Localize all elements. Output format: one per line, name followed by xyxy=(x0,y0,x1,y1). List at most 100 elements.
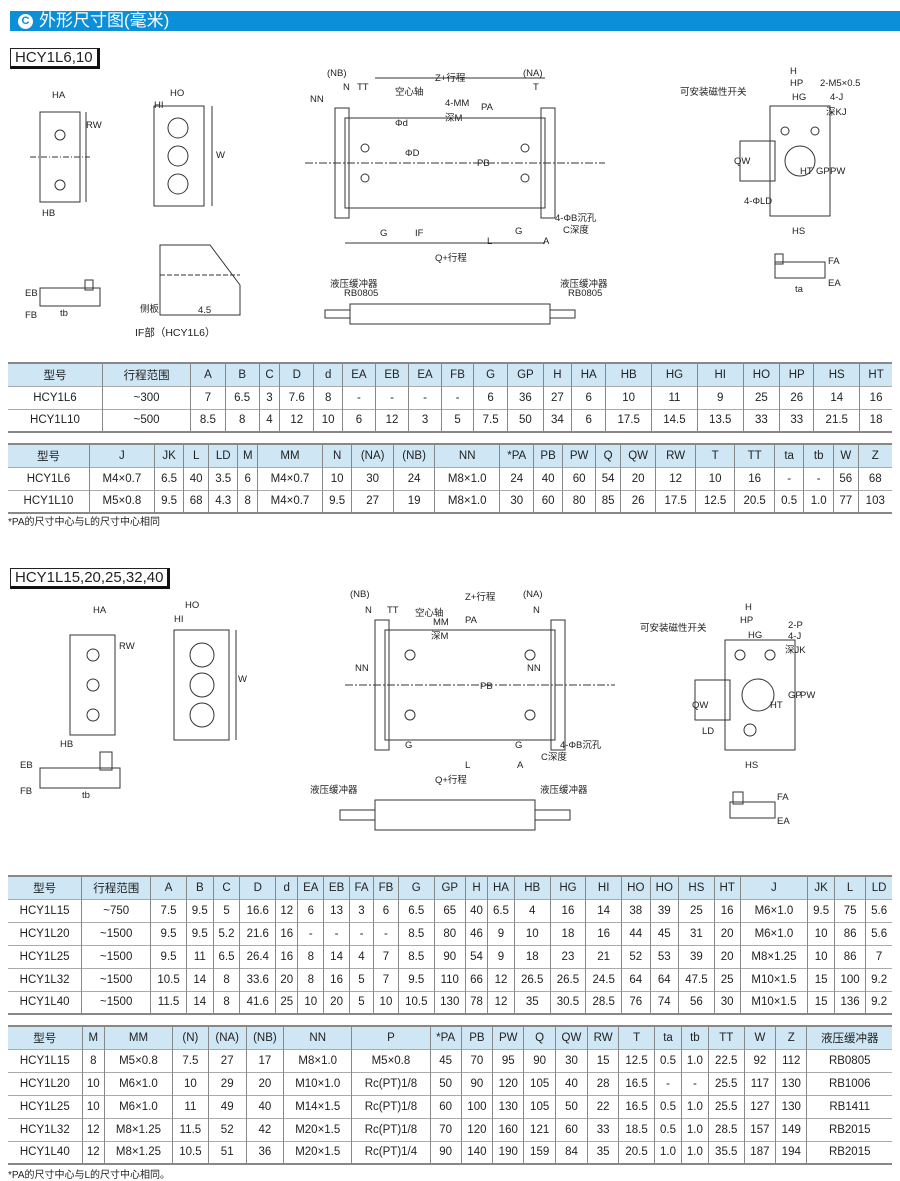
table-cell: HCY1L32 xyxy=(8,1117,83,1141)
column-header: B xyxy=(224,362,260,386)
dimension-label: 4-ΦB沉孔 xyxy=(555,213,597,224)
drawing-switch-bracket-1b: FA EA ta xyxy=(770,252,850,302)
column-header: (NA) xyxy=(351,443,394,467)
table-cell: M4×0.7 xyxy=(257,466,323,490)
column-header: W xyxy=(743,1025,776,1049)
dimension-label: HG xyxy=(792,92,807,103)
table-cell: 35 xyxy=(587,1140,619,1165)
column-header: T xyxy=(618,1025,655,1049)
dimension-label: 液压缓冲器 xyxy=(330,279,378,290)
table-cell: M6×1.0 xyxy=(739,921,808,945)
column-header: GP xyxy=(433,875,466,899)
table-cell: HCY1L40 xyxy=(8,1140,83,1165)
table-cell: 30 xyxy=(499,489,534,514)
table-cell: 80 xyxy=(433,921,466,945)
column-header: d xyxy=(275,875,298,899)
table-cell: 6 xyxy=(472,385,508,409)
table-cell: 46 xyxy=(464,921,488,945)
table-cell: 30 xyxy=(554,1048,588,1072)
column-header: HA xyxy=(571,362,606,386)
table-cell: 70 xyxy=(460,1048,493,1072)
table-cell: 50 xyxy=(429,1071,462,1095)
column-header: *PA xyxy=(429,1025,462,1049)
column-header: G xyxy=(397,875,435,899)
table-cell: 14 xyxy=(185,990,214,1015)
table-cell: 27 xyxy=(207,1048,247,1072)
table-cell: 65 xyxy=(433,898,466,922)
column-header: N xyxy=(321,443,352,467)
table-cell: 45 xyxy=(649,921,679,945)
column-header: 型号 xyxy=(8,443,90,467)
table-cell: 18 xyxy=(549,921,586,945)
table-cell: 70 xyxy=(429,1117,462,1141)
table-cell: 14 xyxy=(813,385,860,409)
table-cell: 56 xyxy=(832,466,859,490)
table-cell: 12 xyxy=(81,1140,105,1165)
table-cell: 9.5 xyxy=(321,489,352,514)
table-cell: 26.4 xyxy=(239,944,276,968)
table-cell: 16 xyxy=(275,944,298,968)
dimension-label: HS xyxy=(792,226,806,237)
table-cell: 25 xyxy=(713,967,741,991)
table-cell: 10 xyxy=(513,921,551,945)
dimension-label: EB xyxy=(25,288,38,299)
dimension-label: (NB) xyxy=(350,589,370,600)
table-cell: 8 xyxy=(212,990,240,1015)
table-cell: 9 xyxy=(487,921,515,945)
table-cell: 12 xyxy=(81,1117,105,1141)
column-header: (NB) xyxy=(392,443,435,467)
table-cell: 5.6 xyxy=(865,898,892,922)
column-header: 行程范围 xyxy=(81,875,151,899)
table-cell: 3 xyxy=(348,898,374,922)
dimension-label: NN xyxy=(310,94,324,105)
column-header: A xyxy=(190,362,226,386)
table-cell: Rc(PT)1/8 xyxy=(351,1094,431,1118)
table-cell: 12 xyxy=(487,967,515,991)
table-cell: 1.0 xyxy=(654,1140,682,1165)
dimension-label: HP xyxy=(740,615,754,626)
table-cell: 17.5 xyxy=(605,408,652,433)
table-cell: 7 xyxy=(190,385,226,409)
dimension-label: (NA) xyxy=(523,589,543,600)
column-header: HT xyxy=(859,362,892,386)
table-cell: 16.6 xyxy=(239,898,276,922)
table-cell: 20 xyxy=(619,466,656,490)
table-cell: 12.5 xyxy=(618,1048,655,1072)
table-cell: 194 xyxy=(775,1140,807,1165)
table-cell: 9.5 xyxy=(807,898,835,922)
table-cell: M8×1.25 xyxy=(739,944,808,968)
dimension-label: QW xyxy=(692,700,709,711)
column-header: TT xyxy=(734,443,775,467)
table-cell: HCY1L40 xyxy=(8,990,82,1015)
table-cell: 7.5 xyxy=(171,1048,209,1072)
table-cell: M14×1.5 xyxy=(283,1094,352,1118)
column-header: 型号 xyxy=(8,875,82,899)
table-cell: 60 xyxy=(554,1117,588,1141)
table-cell: 11 xyxy=(171,1094,209,1118)
table-cell: 12 xyxy=(487,990,515,1015)
table-cell: 12.5 xyxy=(694,489,735,514)
table-cell: 5.6 xyxy=(865,921,892,945)
table-cell: 95 xyxy=(492,1048,524,1072)
table-cell: 27 xyxy=(351,489,394,514)
dimension-label: 深M xyxy=(445,113,463,124)
table-cell: - xyxy=(341,385,376,409)
table-cell: 16 xyxy=(323,967,350,991)
column-header: M xyxy=(81,1025,105,1049)
column-header: HS xyxy=(678,875,715,899)
dimension-label: PB xyxy=(480,681,493,692)
table-cell: 103 xyxy=(857,489,892,514)
table-cell: 90 xyxy=(460,1071,493,1095)
table-cell: 14 xyxy=(585,898,622,922)
table-cell: 33 xyxy=(587,1117,619,1141)
table-cell: 4 xyxy=(348,944,374,968)
dimension-label: tb xyxy=(82,790,90,801)
table-cell: 86 xyxy=(833,921,866,945)
table-cell: 5.2 xyxy=(212,921,240,945)
